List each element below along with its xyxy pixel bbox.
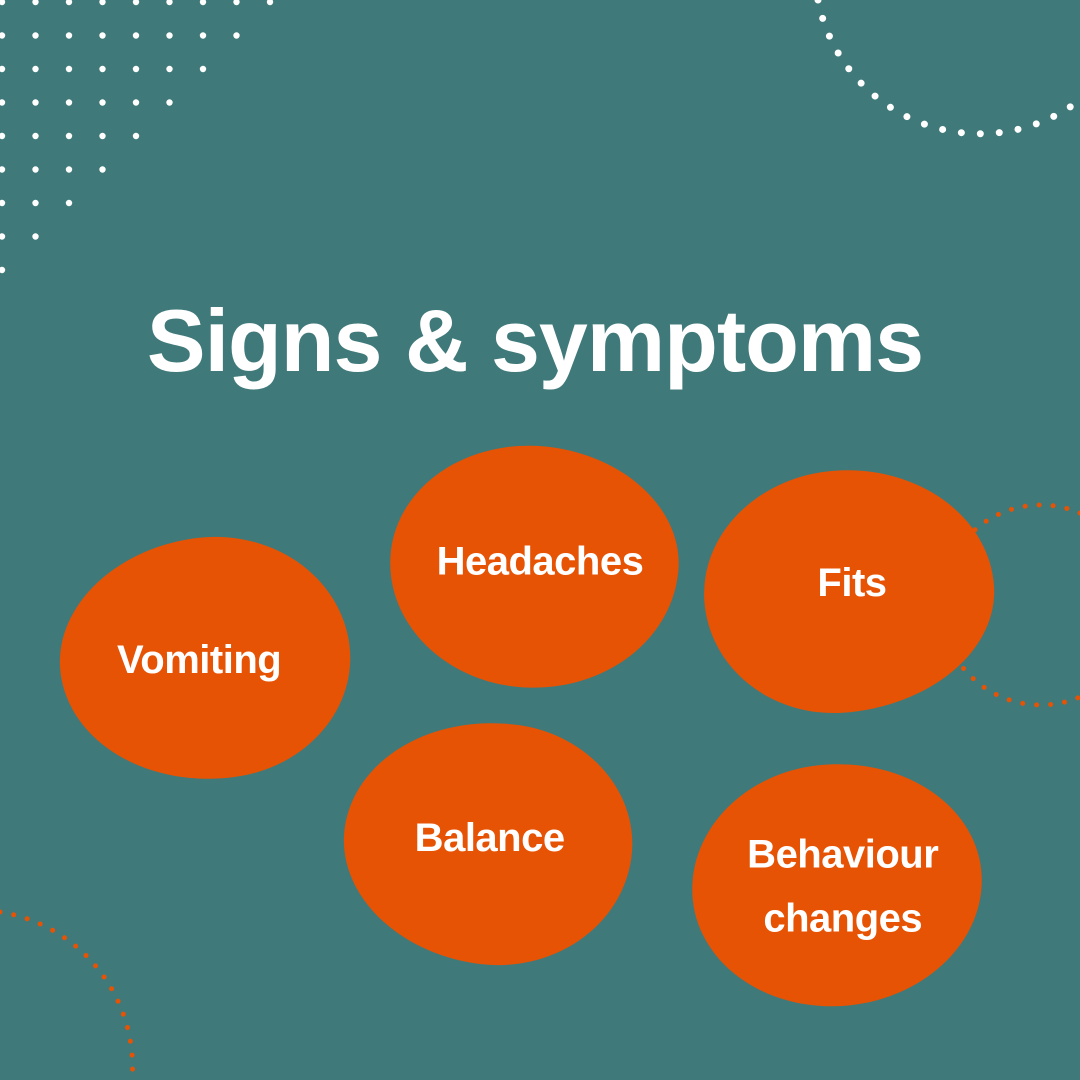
decor-dot [0, 0, 6, 6]
decor-dot [233, 0, 240, 6]
decor-dot [32, 99, 39, 106]
decor-dot [199, 0, 207, 6]
decor-dot [99, 65, 106, 73]
decor-dot [65, 132, 73, 140]
decor-dot [65, 65, 73, 73]
dotted-arc-bottom-left [0, 909, 136, 1080]
decor-dot [0, 99, 6, 106]
decor-dot [266, 0, 274, 6]
decor-dot [132, 132, 140, 140]
symptom-label: Fits [817, 560, 887, 605]
decor-dot [166, 32, 173, 39]
decor-dot [132, 0, 140, 6]
decor-dot [166, 0, 173, 6]
symptom-label: Headaches [436, 539, 643, 584]
decor-dot [65, 199, 73, 207]
decor-dot [32, 65, 39, 73]
decor-dot [0, 32, 6, 39]
decor-dot [99, 32, 106, 39]
symptom-label: Behaviour changes [747, 832, 939, 941]
decor-dot [0, 166, 6, 173]
decor-dot [65, 99, 73, 106]
decor-dot [32, 199, 39, 207]
decor-dot [166, 99, 173, 106]
decor-dot [32, 166, 39, 173]
decor-dot [65, 32, 73, 39]
decor-dot [32, 32, 39, 39]
decor-dot [132, 32, 140, 39]
decor-dot [0, 233, 6, 240]
decor-dot [132, 65, 140, 73]
decor-dot [65, 0, 73, 6]
decor-dot [199, 32, 207, 39]
decor-dot [32, 132, 39, 140]
decor-dot [99, 0, 106, 6]
decor-dot [0, 132, 6, 140]
symptom-label: Vomiting [116, 637, 282, 682]
decor-dot [0, 266, 6, 274]
page-title: Signs & symptoms [146, 291, 924, 390]
decor-dot [0, 199, 6, 207]
symptom-label: Balance [414, 816, 565, 861]
decor-dot [132, 99, 140, 106]
dot-grid-decoration [0, 0, 274, 274]
decor-dot [99, 132, 106, 140]
decor-dot [99, 99, 106, 106]
decor-dot [233, 32, 240, 39]
decor-dot [65, 166, 73, 173]
decor-dot [32, 233, 39, 240]
decor-dot [166, 65, 173, 73]
decor-dot [199, 65, 207, 73]
dotted-arc-top-right [814, 0, 1080, 138]
decor-dot [0, 65, 6, 73]
decor-dot [32, 0, 39, 6]
decor-dot [99, 166, 106, 173]
